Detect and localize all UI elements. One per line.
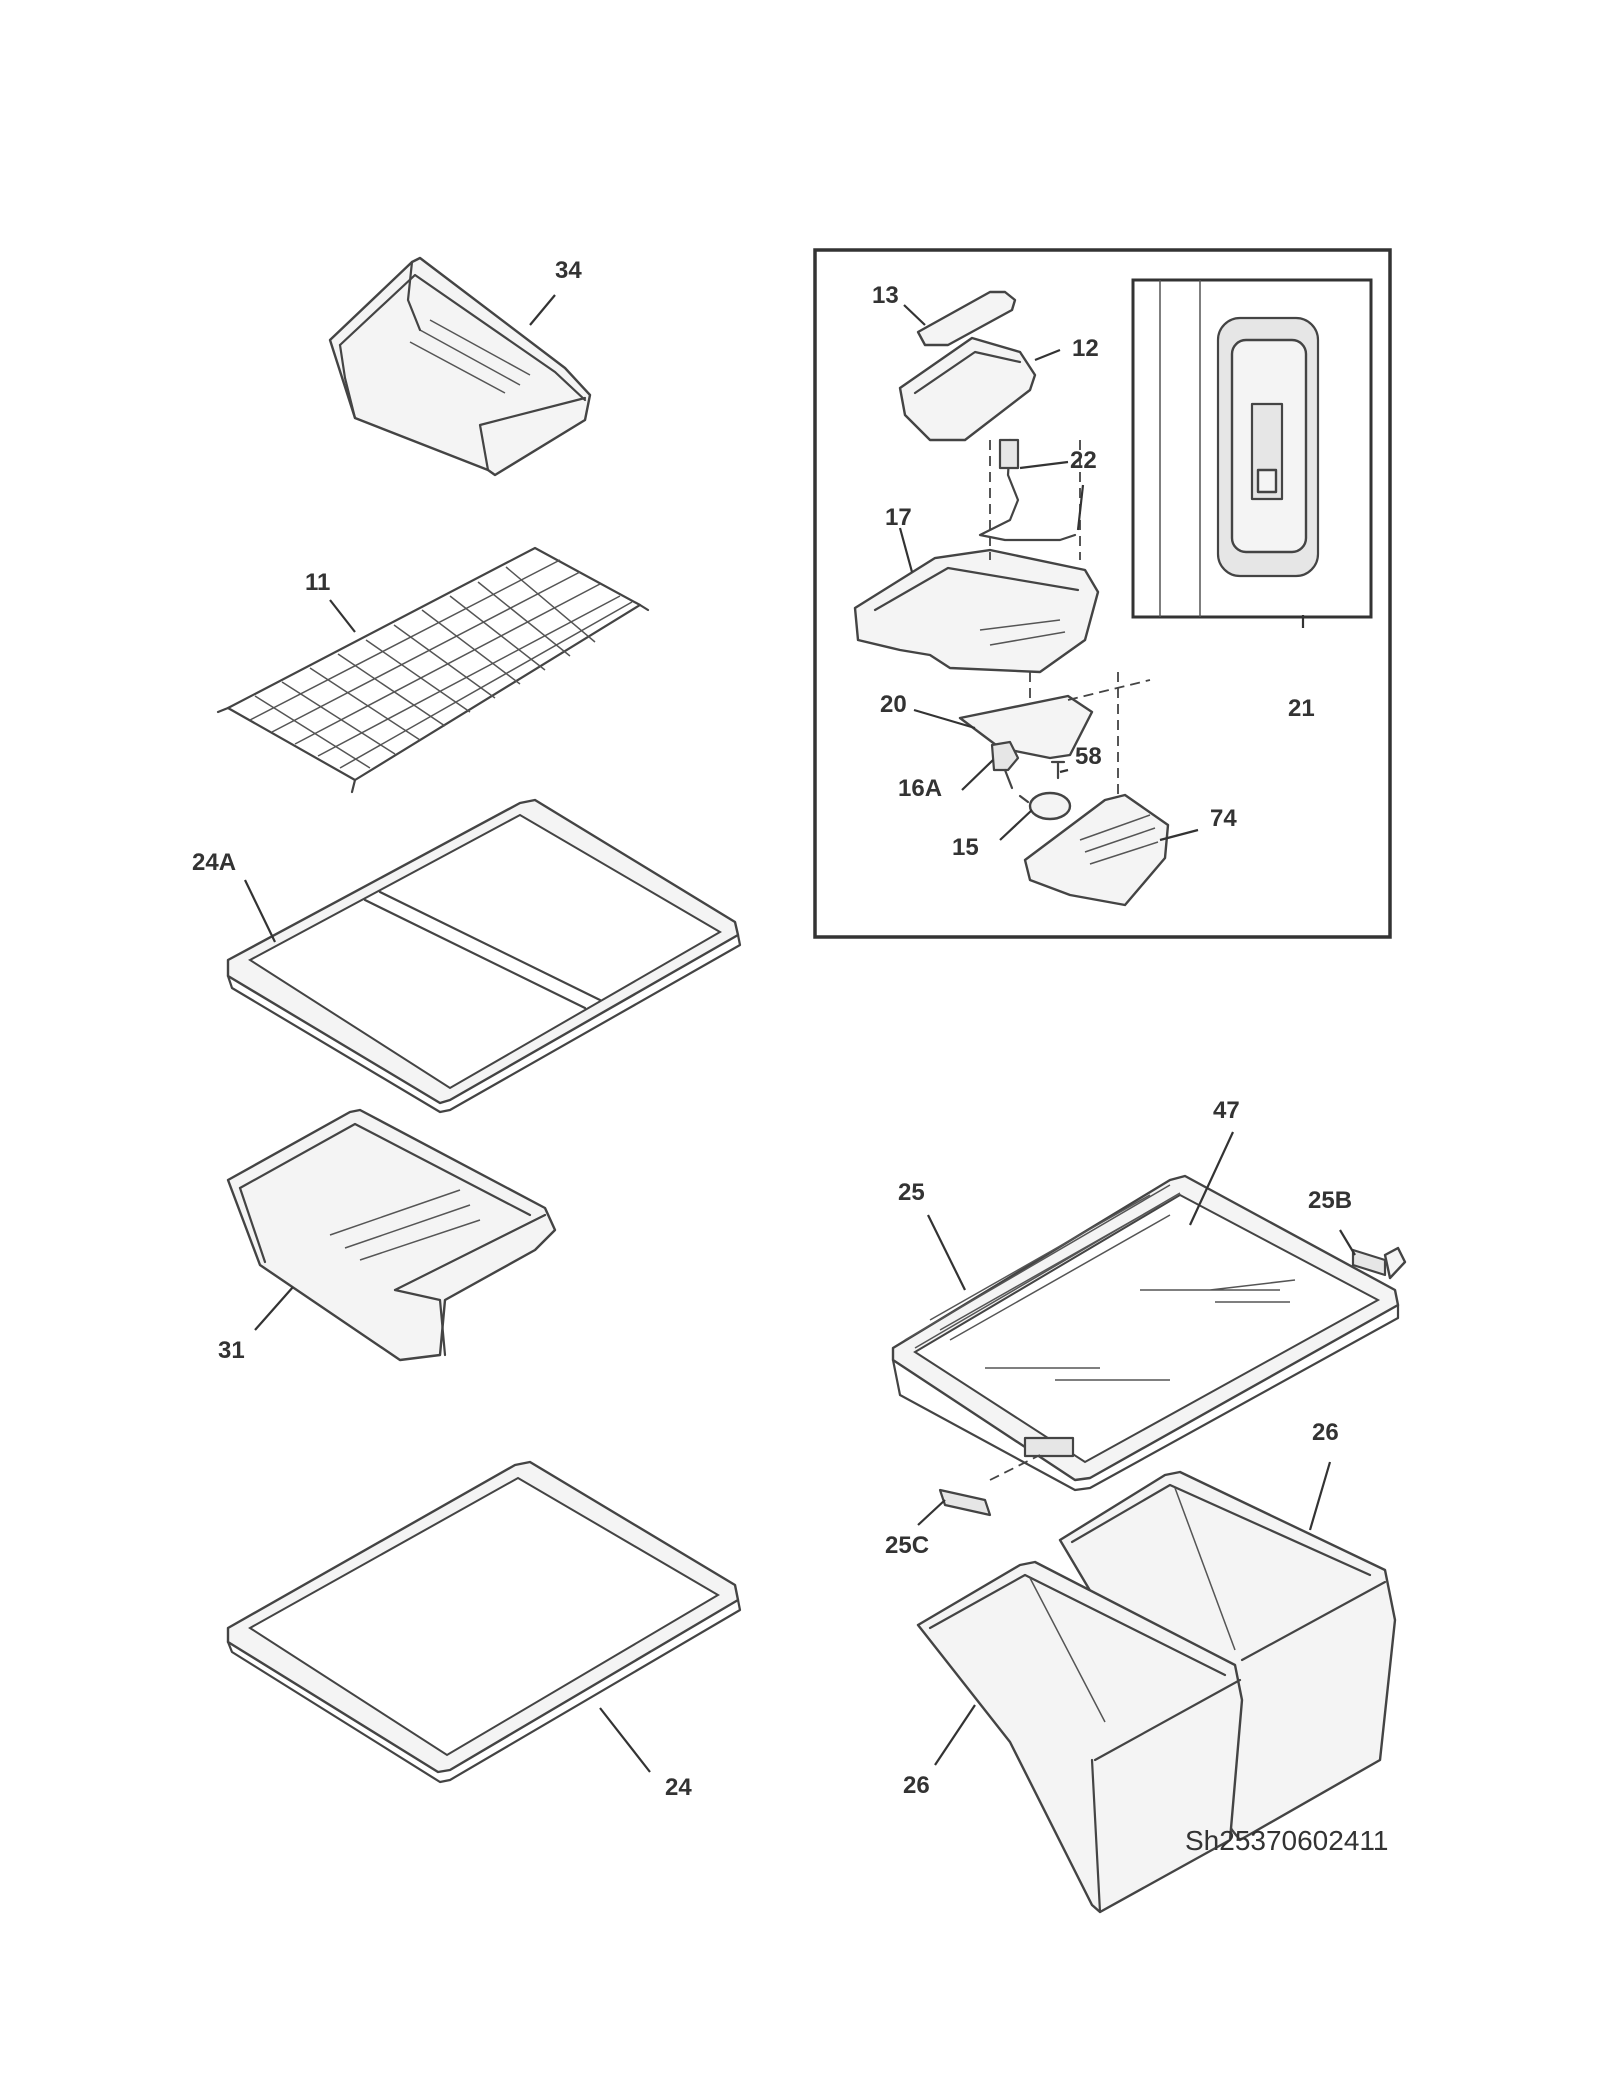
part-74-light-cover (1023, 793, 1170, 907)
part-12 (898, 336, 1037, 442)
part-58-screw (1050, 760, 1066, 780)
label-58: 58 (1075, 743, 1102, 770)
part-22-harness (978, 438, 1077, 542)
part-26-drawer-front (916, 1560, 1244, 1914)
part-15-bulb (1028, 791, 1072, 821)
label-74: 74 (1210, 805, 1237, 832)
label-17: 17 (885, 504, 912, 531)
light-assembly-inset (813, 248, 1392, 939)
label-25C: 25C (885, 1532, 929, 1559)
label-25: 25 (898, 1179, 925, 1206)
label-25B: 25B (1308, 1187, 1352, 1214)
label-26-front: 26 (903, 1772, 930, 1799)
label-34: 34 (555, 257, 582, 284)
part-25B-clip (1351, 1246, 1407, 1280)
label-15: 15 (952, 834, 979, 861)
label-47: 47 (1213, 1097, 1240, 1124)
part-20-cover (958, 694, 1094, 760)
label-20: 20 (880, 691, 907, 718)
part-11-wire-shelf (216, 546, 650, 794)
part-26-drawer-back (1058, 1470, 1397, 1842)
part-25C-clip (938, 1454, 1041, 1517)
label-13: 13 (872, 282, 899, 309)
label-16A: 16A (898, 775, 942, 802)
label-22: 22 (1070, 447, 1097, 474)
inset-frame (813, 248, 1392, 939)
part-16A-socket (990, 740, 1020, 772)
label-26-back: 26 (1312, 1419, 1339, 1446)
part-47-crisper-cover (891, 1174, 1400, 1492)
label-24: 24 (665, 1774, 692, 1801)
label-12: 12 (1072, 335, 1099, 362)
label-21: 21 (1288, 695, 1315, 722)
part-17-housing (853, 548, 1100, 674)
label-31: 31 (218, 1337, 245, 1364)
label-24A: 24A (192, 849, 236, 876)
part-13 (916, 290, 1017, 347)
part-34-bin (328, 256, 592, 477)
part-31-bin (226, 1108, 557, 1362)
diagram-code: Sh25370602411 (1185, 1825, 1388, 1856)
part-24A-shelf (226, 798, 742, 1114)
part-24-shelf (226, 1460, 742, 1784)
part-25C-slot (1023, 1436, 1075, 1458)
label-11: 11 (305, 569, 330, 596)
